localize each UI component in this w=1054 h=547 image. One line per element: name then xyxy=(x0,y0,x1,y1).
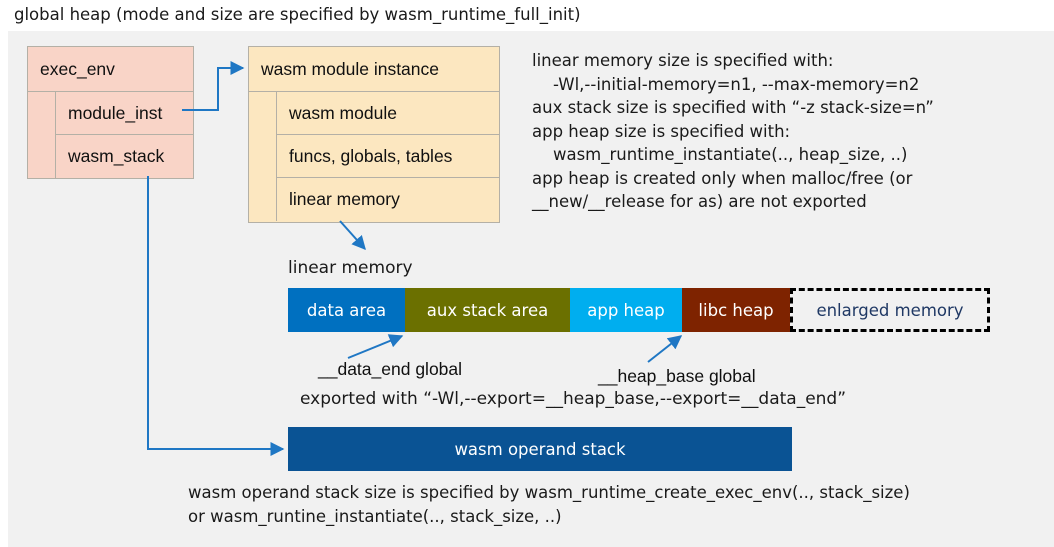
exported-with-label: exported with “-Wl,--export=__heap_base,… xyxy=(300,389,847,409)
indent-gutter xyxy=(249,178,277,221)
module-instance-field-wasm-module: wasm module xyxy=(249,92,499,135)
field-label: wasm module xyxy=(277,92,499,135)
module-instance-field-funcs-globals-tables: funcs, globals, tables xyxy=(249,135,499,178)
indent-gutter xyxy=(28,135,56,178)
exec-env-box: exec_env module_inst wasm_stack xyxy=(27,46,194,179)
diagram-title: global heap (mode and size are specified… xyxy=(14,5,581,24)
linear-memory-note: linear memory size is specified with: -W… xyxy=(532,51,934,211)
indent-gutter xyxy=(28,92,56,135)
exec-env-field-wasm-stack: wasm_stack xyxy=(28,135,193,178)
heap-base-global-label: __heap_base global xyxy=(598,366,756,386)
operand-stack-note: wasm operand stack size is specified by … xyxy=(188,483,910,526)
field-label: linear memory xyxy=(289,189,400,209)
linear-memory-caption: linear memory xyxy=(288,258,413,278)
memory-segment-enlarged-memory: enlarged memory xyxy=(790,288,990,332)
module-instance-header: wasm module instance xyxy=(249,47,499,92)
module-instance-field-linear-memory: linear memory xyxy=(249,178,499,221)
field-label: wasm_stack xyxy=(68,146,165,166)
field-label: funcs, globals, tables xyxy=(277,135,499,178)
indent-gutter xyxy=(249,135,277,178)
data-end-global-label: __data_end global xyxy=(318,359,463,379)
wasm-module-instance-box: wasm module instance wasm module funcs, … xyxy=(248,46,500,223)
field-label: module_inst xyxy=(56,92,193,135)
exec-env-header: exec_env xyxy=(28,47,193,92)
exec-env-field-module-inst: module_inst xyxy=(28,92,193,135)
wasm-operand-stack-box: wasm operand stack xyxy=(288,427,792,471)
memory-segment-app-heap: app heap xyxy=(570,288,682,332)
memory-segment-data-area: data area xyxy=(288,288,405,332)
memory-segment-libc-heap: libc heap xyxy=(682,288,790,332)
operand-stack-label: wasm operand stack xyxy=(454,439,626,459)
indent-gutter xyxy=(249,92,277,135)
memory-segment-aux-stack-area: aux stack area xyxy=(405,288,570,332)
